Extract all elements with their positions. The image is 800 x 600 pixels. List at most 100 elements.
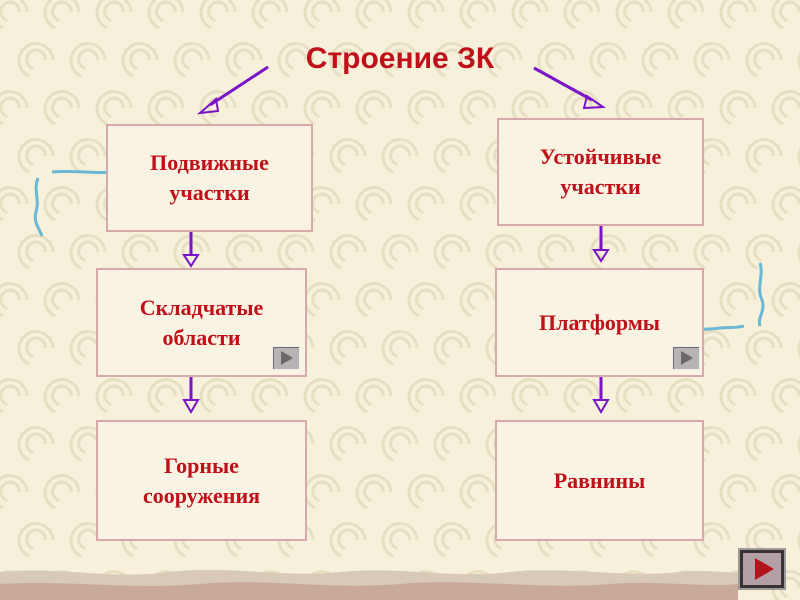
slide-title: Строение ЗК <box>305 42 495 75</box>
swirl-decoration <box>745 426 783 462</box>
swirl-decoration <box>329 234 367 270</box>
arrow-title-to-mobile <box>209 65 269 107</box>
swirl-decoration <box>329 138 367 174</box>
swirl-decoration <box>199 0 237 30</box>
swirl-decoration <box>511 90 549 126</box>
swirl-decoration <box>355 474 393 510</box>
swirl-decoration <box>563 0 601 30</box>
swirl-decoration <box>771 90 800 126</box>
swirl-decoration <box>0 0 29 30</box>
swirl-decoration <box>17 426 55 462</box>
wavy-bracket-left <box>33 177 44 237</box>
swirl-decoration <box>537 234 575 270</box>
box-stable-areas: Устойчивые участки <box>497 118 704 226</box>
swirl-decoration <box>17 234 55 270</box>
swirl-decoration <box>459 474 497 510</box>
arrow-head <box>196 97 220 115</box>
swirl-decoration <box>95 0 133 30</box>
swirl-decoration <box>459 378 497 414</box>
box-platforms[interactable]: Платформы <box>495 268 704 377</box>
swirl-decoration <box>199 90 237 126</box>
swirl-decoration <box>173 42 211 78</box>
swirl-decoration <box>355 90 393 126</box>
swirl-decoration <box>329 330 367 366</box>
swirl-decoration <box>459 186 497 222</box>
swirl-decoration <box>121 234 159 270</box>
swirl-decoration <box>0 282 29 318</box>
swirl-decoration <box>95 90 133 126</box>
swirl-decoration <box>355 378 393 414</box>
swirl-decoration <box>0 378 29 414</box>
swirl-decoration <box>407 378 445 414</box>
swirl-decoration <box>43 90 81 126</box>
swirl-decoration <box>355 186 393 222</box>
swirl-decoration <box>43 0 81 30</box>
swirl-decoration <box>277 234 315 270</box>
swirl-decoration <box>771 0 800 30</box>
swirl-decoration <box>251 0 289 30</box>
swirl-decoration <box>329 426 367 462</box>
play-triangle-icon[interactable] <box>272 346 300 370</box>
swirl-decoration <box>641 234 679 270</box>
box-label: Равнины <box>553 467 646 493</box>
swirl-decoration <box>95 378 133 414</box>
swirl-decoration <box>381 42 419 78</box>
swirl-decoration <box>355 0 393 30</box>
swirl-decoration <box>381 138 419 174</box>
swirl-decoration <box>329 522 367 558</box>
swirl-decoration <box>303 282 341 318</box>
swirl-decoration <box>693 42 731 78</box>
swirl-decoration <box>589 234 627 270</box>
arrow-title-to-stable <box>533 66 593 102</box>
box-label: Устойчивые участки <box>539 144 662 199</box>
swirl-decoration <box>433 138 471 174</box>
swirl-decoration <box>277 42 315 78</box>
swirl-decoration <box>719 186 757 222</box>
swirl-decoration <box>303 0 341 30</box>
swirl-decoration <box>745 138 783 174</box>
box-plains: Равнины <box>495 420 704 541</box>
swirl-decoration <box>771 474 800 510</box>
swirl-decoration <box>667 0 705 30</box>
arrow-head <box>592 249 610 263</box>
swirl-decoration <box>303 90 341 126</box>
swirl-decoration <box>719 0 757 30</box>
swirl-decoration <box>147 90 185 126</box>
swirl-decoration <box>771 378 800 414</box>
arrow-head <box>582 94 606 110</box>
swirl-decoration <box>251 90 289 126</box>
swirl-decoration <box>693 234 731 270</box>
box-label: Горные сооружения <box>142 452 261 508</box>
swirl-decoration <box>745 330 783 366</box>
swirl-decoration <box>771 186 800 222</box>
swirl-decoration <box>433 42 471 78</box>
swirl-decoration <box>355 282 393 318</box>
arrow-head <box>182 254 200 268</box>
swirl-decoration <box>433 234 471 270</box>
next-slide-button[interactable] <box>738 548 786 590</box>
swirl-decoration <box>17 522 55 558</box>
arrow-head <box>182 399 200 414</box>
swirl-decoration <box>381 522 419 558</box>
box-folded-areas[interactable]: Складчатые области <box>96 268 307 377</box>
swirl-decoration <box>615 0 653 30</box>
box-label: Платформы <box>539 309 660 335</box>
play-triangle-icon[interactable] <box>672 346 700 370</box>
swirl-decoration <box>589 42 627 78</box>
swirl-decoration <box>303 378 341 414</box>
swirl-decoration <box>537 42 575 78</box>
bottom-strip-inner <box>0 582 738 600</box>
swirl-decoration <box>381 330 419 366</box>
swirl-decoration <box>745 42 783 78</box>
swirl-decoration <box>17 138 55 174</box>
swirl-decoration <box>433 522 471 558</box>
swirl-decoration <box>407 282 445 318</box>
swirl-decoration <box>251 378 289 414</box>
box-label: Подвижные участки <box>150 150 269 205</box>
wavy-bracket-right <box>757 262 765 327</box>
swirl-decoration <box>563 378 601 414</box>
next-slide-icon <box>743 553 781 585</box>
swirl-decoration <box>511 0 549 30</box>
swirl-decoration <box>459 282 497 318</box>
swirl-decoration <box>563 90 601 126</box>
